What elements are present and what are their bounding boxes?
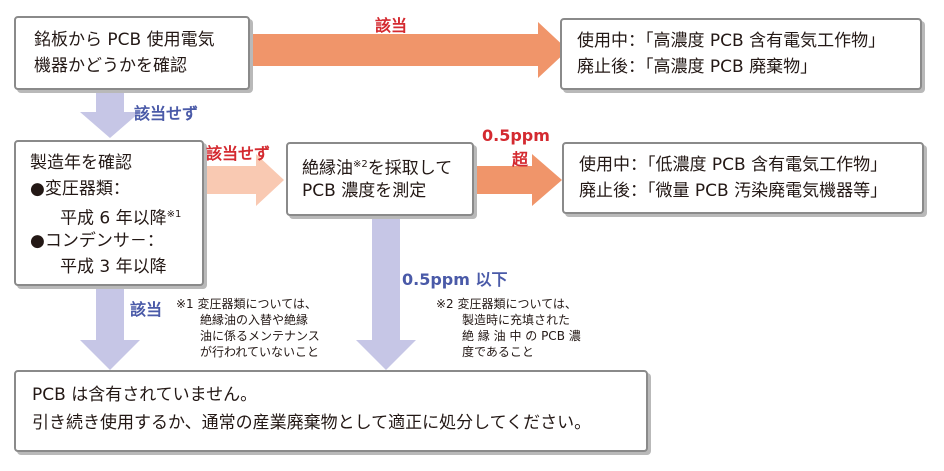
box-check-nameplate — [14, 16, 250, 90]
note-1-line2: 絶縁油の入替や絶縁 — [200, 313, 309, 327]
item1-sup: ※1 — [166, 209, 182, 220]
label-over-value: 0.5ppm — [482, 126, 550, 145]
box-low-concentration — [562, 142, 924, 214]
note-1-line4: が行われていないこと — [200, 345, 320, 359]
box-check-year-item1-sub: 平成 6 年以降※1 — [60, 202, 181, 232]
label-applicable-top: 該当 — [375, 16, 408, 35]
arrow-not-applicable-right — [204, 154, 284, 206]
arrow-over — [474, 154, 562, 206]
arrow-applicable-bottom — [80, 286, 140, 370]
box-check-year-item2-sub: 平成 3 年以降 — [60, 257, 167, 277]
box-check-year-item2: ●コンデンサ－： — [30, 231, 164, 251]
box-check-nameplate-line1: 銘板から PCB 使用電気 — [34, 30, 215, 50]
label-not-applicable-down: 該当せず — [134, 104, 199, 123]
box-high-concentration — [560, 18, 922, 90]
box-high-concentration-line1: 使用中：｢高濃度 PCB 含有電気工作物｣ — [577, 31, 877, 51]
oil-text-a: 絶縁油 — [302, 158, 353, 179]
label-over-word: 超 — [512, 150, 529, 169]
note-2-line4: 度であること — [462, 345, 534, 359]
arrow-applicable-top — [250, 22, 568, 78]
box-low-concentration-line2: 廃止後：｢微量 PCB 汚染廃電気機器等｣ — [579, 181, 879, 201]
label-under: 0.5ppm 以下 — [402, 270, 508, 289]
box-sample-oil-line1: 絶縁油※2を採取して — [302, 152, 452, 182]
label-applicable-bottom: 該当 — [130, 300, 163, 319]
box-check-nameplate-line2: 機器かどうかを確認 — [34, 56, 187, 76]
item1-sub-text: 平成 6 年以降 — [60, 208, 167, 229]
box-no-pcb — [14, 370, 648, 452]
label-not-applicable-right: 該当せず — [206, 144, 271, 163]
oil-sup: ※2 — [353, 159, 368, 170]
oil-text-b: を採取して — [367, 158, 453, 179]
box-check-year — [14, 140, 204, 286]
box-sample-oil-line2: PCB 濃度を測定 — [302, 181, 427, 201]
box-high-concentration-line2: 廃止後：｢高濃度 PCB 廃棄物｣ — [577, 57, 809, 77]
box-sample-oil — [286, 142, 474, 216]
note-2-line3: 絶 縁 油 中 の PCB 濃 — [462, 329, 581, 343]
arrow-under — [356, 216, 416, 370]
box-check-year-item1: ●変圧器類： — [30, 179, 130, 199]
box-no-pcb-line1: PCB は含有されていません。 — [32, 385, 258, 405]
arrow-not-applicable-down — [80, 90, 140, 138]
box-check-year-title: 製造年を確認 — [30, 153, 132, 173]
box-no-pcb-line2: 引き続き使用するか、通常の産業廃棄物として適正に処分してください。 — [32, 413, 592, 433]
note-2-line1: ※2 変圧器類については、 — [436, 297, 577, 311]
note-1-line3: 油に係るメンテナンス — [200, 329, 320, 343]
note-1-line1: ※1 変圧器類については、 — [176, 297, 317, 311]
box-low-concentration-line1: 使用中：｢低濃度 PCB 含有電気工作物｣ — [579, 155, 879, 175]
note-2-line2: 製造時に充填された — [462, 313, 571, 327]
